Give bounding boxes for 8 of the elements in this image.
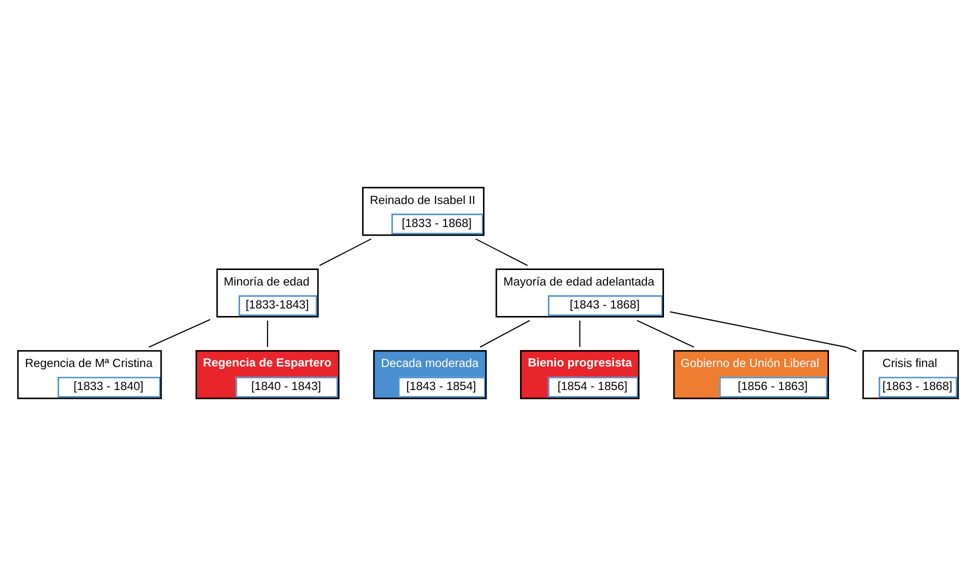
connector	[579, 320, 580, 346]
connector	[670, 310, 857, 352]
connector	[148, 318, 210, 348]
connector	[475, 238, 528, 266]
connector	[266, 320, 268, 346]
connector	[480, 320, 530, 348]
connector	[636, 320, 694, 348]
connector	[319, 238, 372, 266]
